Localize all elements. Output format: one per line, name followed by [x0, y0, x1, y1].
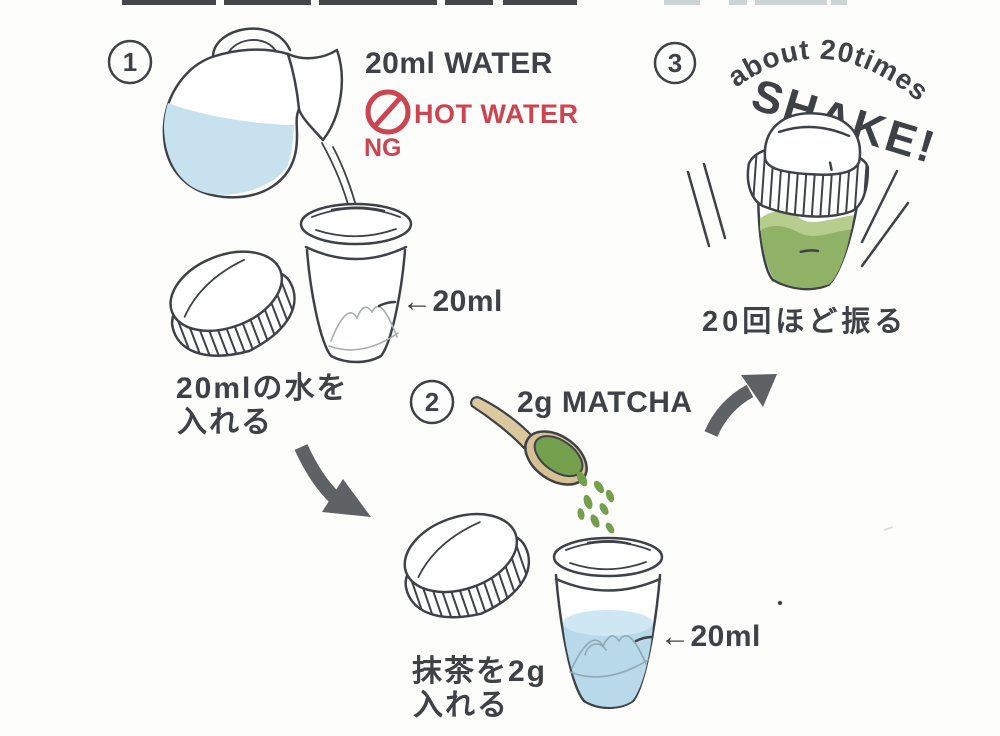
lid1-dome-line: [183, 258, 245, 318]
pitcher-water: [164, 103, 294, 195]
pitcher-spout: [286, 48, 344, 142]
mountain-logo-2: [569, 635, 649, 678]
fill-level-label-2: ←20ml: [660, 620, 761, 653]
step2-title: 2g MATCHA: [517, 386, 693, 419]
fill-level-tick-1: [377, 300, 397, 308]
pitcher-handle-outer: [211, 27, 292, 59]
mountain-logo: [328, 305, 399, 351]
spoon-handle: [470, 396, 535, 450]
matcha-drops: [576, 471, 615, 534]
prohibition-circle: [365, 89, 411, 135]
step1-caption-line1: 20mlの水を: [176, 372, 348, 405]
shaker-liquid-dash: [799, 249, 820, 254]
cup2-water-surface: [563, 610, 653, 636]
cup2-water: [563, 623, 653, 707]
cup2-collar: [554, 577, 662, 592]
step1-title: 20ml WATER: [365, 47, 553, 80]
lid1-dome: [169, 250, 284, 333]
lid2-dome-line: [417, 521, 481, 579]
hot-water-label: HOT WATER: [414, 99, 578, 129]
step2-caption-line2: 入れる: [413, 689, 509, 722]
step3-caption: 20回ほど振る: [702, 305, 907, 338]
step1-group: 1 20ml WATER HOT WATER NG: [107, 27, 578, 439]
step2-number: 2: [425, 387, 439, 417]
step2-group: 2 2g MATCHA: [403, 379, 761, 722]
fill-level-tick-2: [634, 635, 654, 643]
step3-group: 3 about 20times SHAKE! 20回ほど振る: [653, 34, 943, 338]
prohibition-slash: [372, 94, 404, 129]
step3-number: 3: [668, 48, 682, 78]
cup2-rim-inner2: [569, 561, 647, 571]
fill-level-label-1: ←20ml: [402, 285, 503, 318]
spoon-icon: [470, 396, 588, 486]
step1-number: 1: [123, 47, 137, 77]
cup1-body: [305, 248, 407, 364]
arrow-step2-to-3: [704, 374, 777, 437]
ink-speck: [777, 600, 783, 606]
lid-icon-step1: [169, 250, 296, 357]
no-hot-water-icon: [365, 89, 411, 135]
cup1-rim: [299, 202, 413, 246]
step2-caption-line1: 抹茶を2g: [412, 655, 547, 688]
ng-label: NG: [364, 134, 402, 162]
shaker-icon: [746, 112, 870, 291]
faint-smudge: [883, 526, 894, 531]
step1-caption-line2: 入れる: [177, 406, 273, 439]
pour-stream-2: [332, 146, 358, 211]
cup1-collar: [304, 245, 408, 261]
lid-icon-step2: [403, 512, 531, 619]
top-crop-marks: [122, 0, 847, 5]
lid2-dome: [403, 512, 519, 594]
step2-badge: [409, 379, 455, 425]
cup2-rim-swoosh: [586, 540, 632, 546]
cup-icon-step2: [552, 536, 664, 709]
shaker-dome-line: [777, 125, 851, 138]
shake-motion-lines: [686, 162, 910, 268]
cup1-rim-swoosh: [330, 206, 386, 213]
cup2-rim: [552, 536, 664, 578]
spoon-matcha: [533, 435, 584, 478]
cup1-rim-inner2: [315, 228, 397, 238]
step1-badge: [107, 39, 153, 85]
cup-icon-step1: [299, 202, 413, 364]
shaker-liquid-highlight: [759, 211, 854, 236]
step3-badge: [653, 41, 697, 85]
arrow-step1-to-2: [294, 444, 371, 517]
shaker-dome-tick: [828, 161, 833, 171]
pitcher-icon: [162, 27, 358, 213]
